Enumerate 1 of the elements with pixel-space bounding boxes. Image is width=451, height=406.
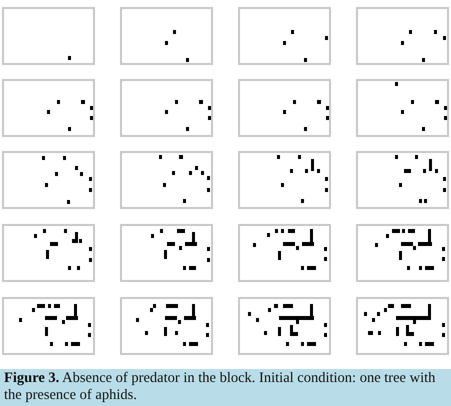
- figure-caption: Figure 3. Absence of predator in the block. Initial condition: one tree with the presence of aphids.: [0, 369, 451, 406]
